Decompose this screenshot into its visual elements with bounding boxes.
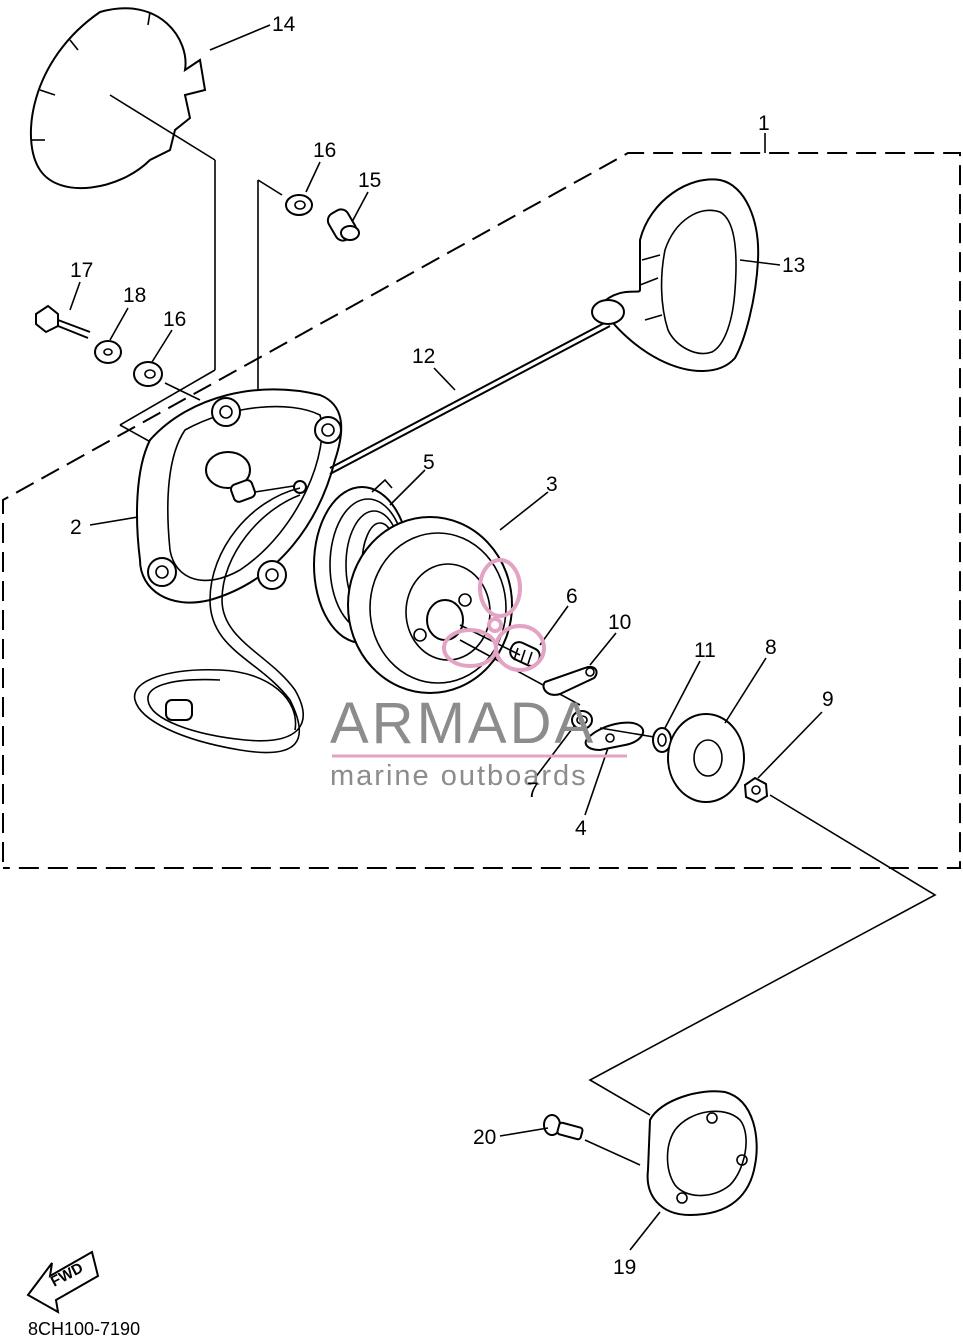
callout-labels: 1 2 3 4 5 6 7 8 9 10 11 12 13 14 15 16 1…: [70, 13, 834, 1279]
callout-16-left: 16: [163, 308, 186, 331]
callout-11: 11: [694, 639, 716, 662]
watermark-subtitle: marine outboards: [330, 760, 588, 792]
callout-8: 8: [765, 636, 777, 659]
callout-14: 14: [272, 13, 296, 36]
callout-19: 19: [613, 1256, 636, 1279]
starter-case-part-2: [136, 388, 343, 604]
screw-part-20: [543, 1114, 641, 1166]
callout-10: 10: [608, 611, 631, 634]
drive-plate-part-4: [584, 721, 645, 752]
spring-part-7: [571, 710, 593, 730]
armada-logo-icon: [442, 558, 546, 672]
drum-sheave-part-3: [347, 516, 513, 694]
callout-20: 20: [473, 1126, 496, 1149]
spring-part-6: [509, 641, 541, 667]
guide-line: [257, 179, 283, 196]
callout-5: 5: [423, 451, 435, 474]
callout-7: 7: [527, 779, 539, 802]
callout-6: 6: [566, 585, 578, 608]
assembly-boundary: [2, 152, 961, 869]
nut-part-9: [743, 776, 769, 804]
callout-leaders: [69, 24, 823, 1251]
grommet-part-16-top: [285, 194, 313, 216]
plate-part-8: [667, 713, 745, 803]
starter-handle-part-13: [591, 178, 760, 372]
callout-13: 13: [782, 254, 805, 277]
callout-15: 15: [358, 169, 381, 192]
cover-part-19: [646, 1090, 758, 1217]
fwd-arrow-icon: FWD: [26, 1250, 100, 1314]
collar-part-15: [326, 208, 360, 242]
callout-17: 17: [70, 259, 93, 282]
washer-part-18: [94, 340, 122, 364]
starter-rope-coil: [133, 487, 304, 754]
starter-rope-part-12: [329, 319, 611, 475]
watermark-title: ARMADA: [330, 691, 596, 756]
callout-1: 1: [758, 112, 770, 135]
bolt-part-17: [35, 304, 91, 339]
callout-3: 3: [546, 473, 558, 496]
grommet-part-16-left: [133, 361, 163, 387]
guide-line: [599, 727, 661, 739]
armada-watermark: ARMADA marine outboards: [330, 558, 627, 792]
callout-2: 2: [70, 516, 82, 539]
callout-4: 4: [575, 817, 587, 840]
guide-line: [588, 794, 937, 1116]
guide-line: [119, 369, 216, 426]
pawl-part-10: [542, 666, 598, 696]
drawing-code: 8CH100-7190: [28, 1319, 140, 1339]
callout-12: 12: [412, 345, 435, 368]
decal-part-14: [29, 7, 216, 370]
callout-9: 9: [822, 688, 834, 711]
guide-line: [164, 382, 201, 401]
callout-16-top: 16: [313, 139, 336, 162]
callout-18: 18: [123, 284, 146, 307]
